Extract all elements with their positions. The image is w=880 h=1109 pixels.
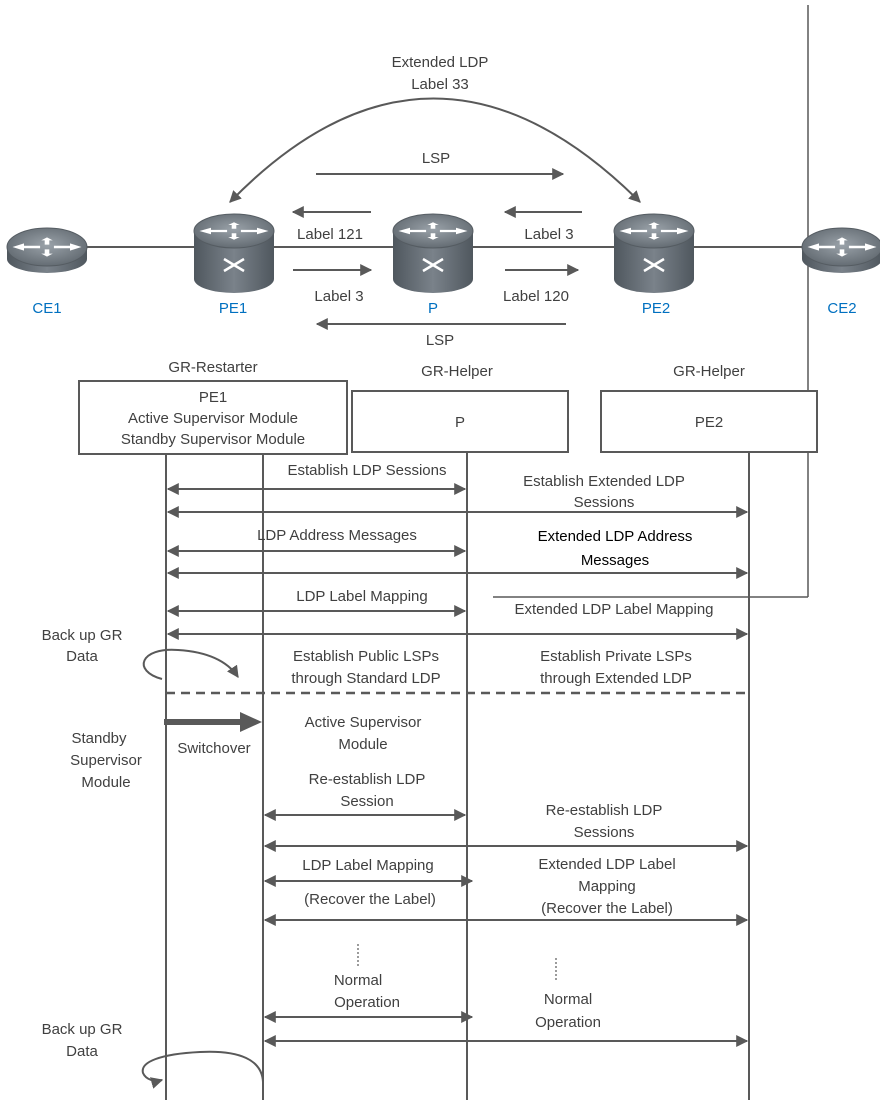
backup-1-line2: Data — [66, 648, 98, 665]
box-p — [351, 390, 569, 453]
label-3-left: Label 3 — [314, 288, 363, 305]
lsp-bottom-label: LSP — [426, 332, 454, 349]
msg-public-lsp-2: through Standard LDP — [291, 670, 440, 687]
msg-label-map2: LDP Label Mapping — [302, 857, 433, 874]
router-icon-pe1 — [193, 213, 275, 293]
box-pe1-line1: PE1 — [199, 389, 227, 406]
router-icon-pe2 — [613, 213, 695, 293]
router-label-ce1: CE1 — [32, 300, 61, 317]
msg-private-lsp-2: through Extended LDP — [540, 670, 692, 687]
msg-ext-address-2: Messages — [581, 552, 649, 569]
msg-recover-1: (Recover the Label) — [304, 891, 436, 908]
msg-ext-map-3: (Recover the Label) — [541, 900, 673, 917]
router-label-ce2: CE2 — [827, 300, 856, 317]
router-icon-ce2 — [801, 227, 880, 273]
box-pe2-label: PE2 — [695, 414, 723, 431]
msg-normal-2a: Normal — [544, 991, 592, 1008]
router-label-pe2: PE2 — [642, 300, 670, 317]
box-pe1 — [78, 380, 348, 455]
backup-2-line2: Data — [66, 1043, 98, 1060]
msg-establish-ext-1: Establish Extended LDP — [523, 473, 685, 490]
lsp-top-label: LSP — [422, 150, 450, 167]
msg-reest-ldps-2: Sessions — [574, 824, 635, 841]
router-label-p: P — [428, 300, 438, 317]
label-3-right: Label 3 — [524, 226, 573, 243]
standby-label-1: Standby — [71, 730, 127, 747]
standby-label-2: Supervisor — [70, 752, 142, 769]
active-label-1: Active Supervisor — [305, 714, 422, 731]
router-icon-ce1 — [6, 227, 88, 273]
role-gr-helper-pe2: GR-Helper — [673, 363, 745, 380]
msg-normal-2b: Operation — [535, 1014, 601, 1031]
msg-ldp-address: LDP Address Messages — [257, 527, 417, 544]
msg-reest-ldp-2: Session — [340, 793, 393, 810]
backup-1-line1: Back up GR — [42, 627, 123, 644]
ext-ldp-label-2: Label 33 — [411, 76, 469, 93]
extended-ldp-arc — [229, 97, 641, 203]
active-label-2: Module — [338, 736, 387, 753]
msg-ext-address-1: Extended LDP Address — [538, 528, 693, 545]
msg-private-lsp-1: Establish Private LSPs — [540, 648, 692, 665]
ext-ldp-label-1: Extended LDP — [392, 54, 489, 71]
msg-normal-1b: Operation — [334, 994, 400, 1011]
switchover-label: Switchover — [177, 740, 250, 757]
box-p-label: P — [455, 414, 465, 431]
msg-public-lsp-1: Establish Public LSPs — [293, 648, 439, 665]
switchover-arrow-head — [240, 712, 262, 732]
box-pe1-line3: Standby Supervisor Module — [121, 431, 305, 448]
msg-ldp-label-mapping: LDP Label Mapping — [296, 588, 427, 605]
box-pe1-line2: Active Supervisor Module — [128, 410, 298, 427]
backup-2-line1: Back up GR — [42, 1021, 123, 1038]
msg-ext-map-1: Extended LDP Label — [538, 856, 675, 873]
msg-ext-map-2: Mapping — [578, 878, 636, 895]
msg-ext-label-mapping: Extended LDP Label Mapping — [514, 601, 713, 618]
msg-reest-ldps-1: Re-establish LDP — [546, 802, 663, 819]
msg-establish-ext-2: Sessions — [574, 494, 635, 511]
role-gr-restarter: GR-Restarter — [168, 359, 257, 376]
label-121: Label 121 — [297, 226, 363, 243]
role-gr-helper-p: GR-Helper — [421, 363, 493, 380]
router-label-pe1: PE1 — [219, 300, 247, 317]
router-icon-p — [392, 213, 474, 293]
standby-label-3: Module — [81, 774, 130, 791]
msg-normal-1a: Normal — [334, 972, 382, 989]
msg-establish-ldp: Establish LDP Sessions — [288, 462, 447, 479]
label-120: Label 120 — [503, 288, 569, 305]
arrow-backup-2 — [141, 1050, 264, 1089]
msg-reest-ldp-1: Re-establish LDP — [309, 771, 426, 788]
arrow-backup-1 — [142, 648, 239, 680]
box-pe2 — [600, 390, 818, 453]
